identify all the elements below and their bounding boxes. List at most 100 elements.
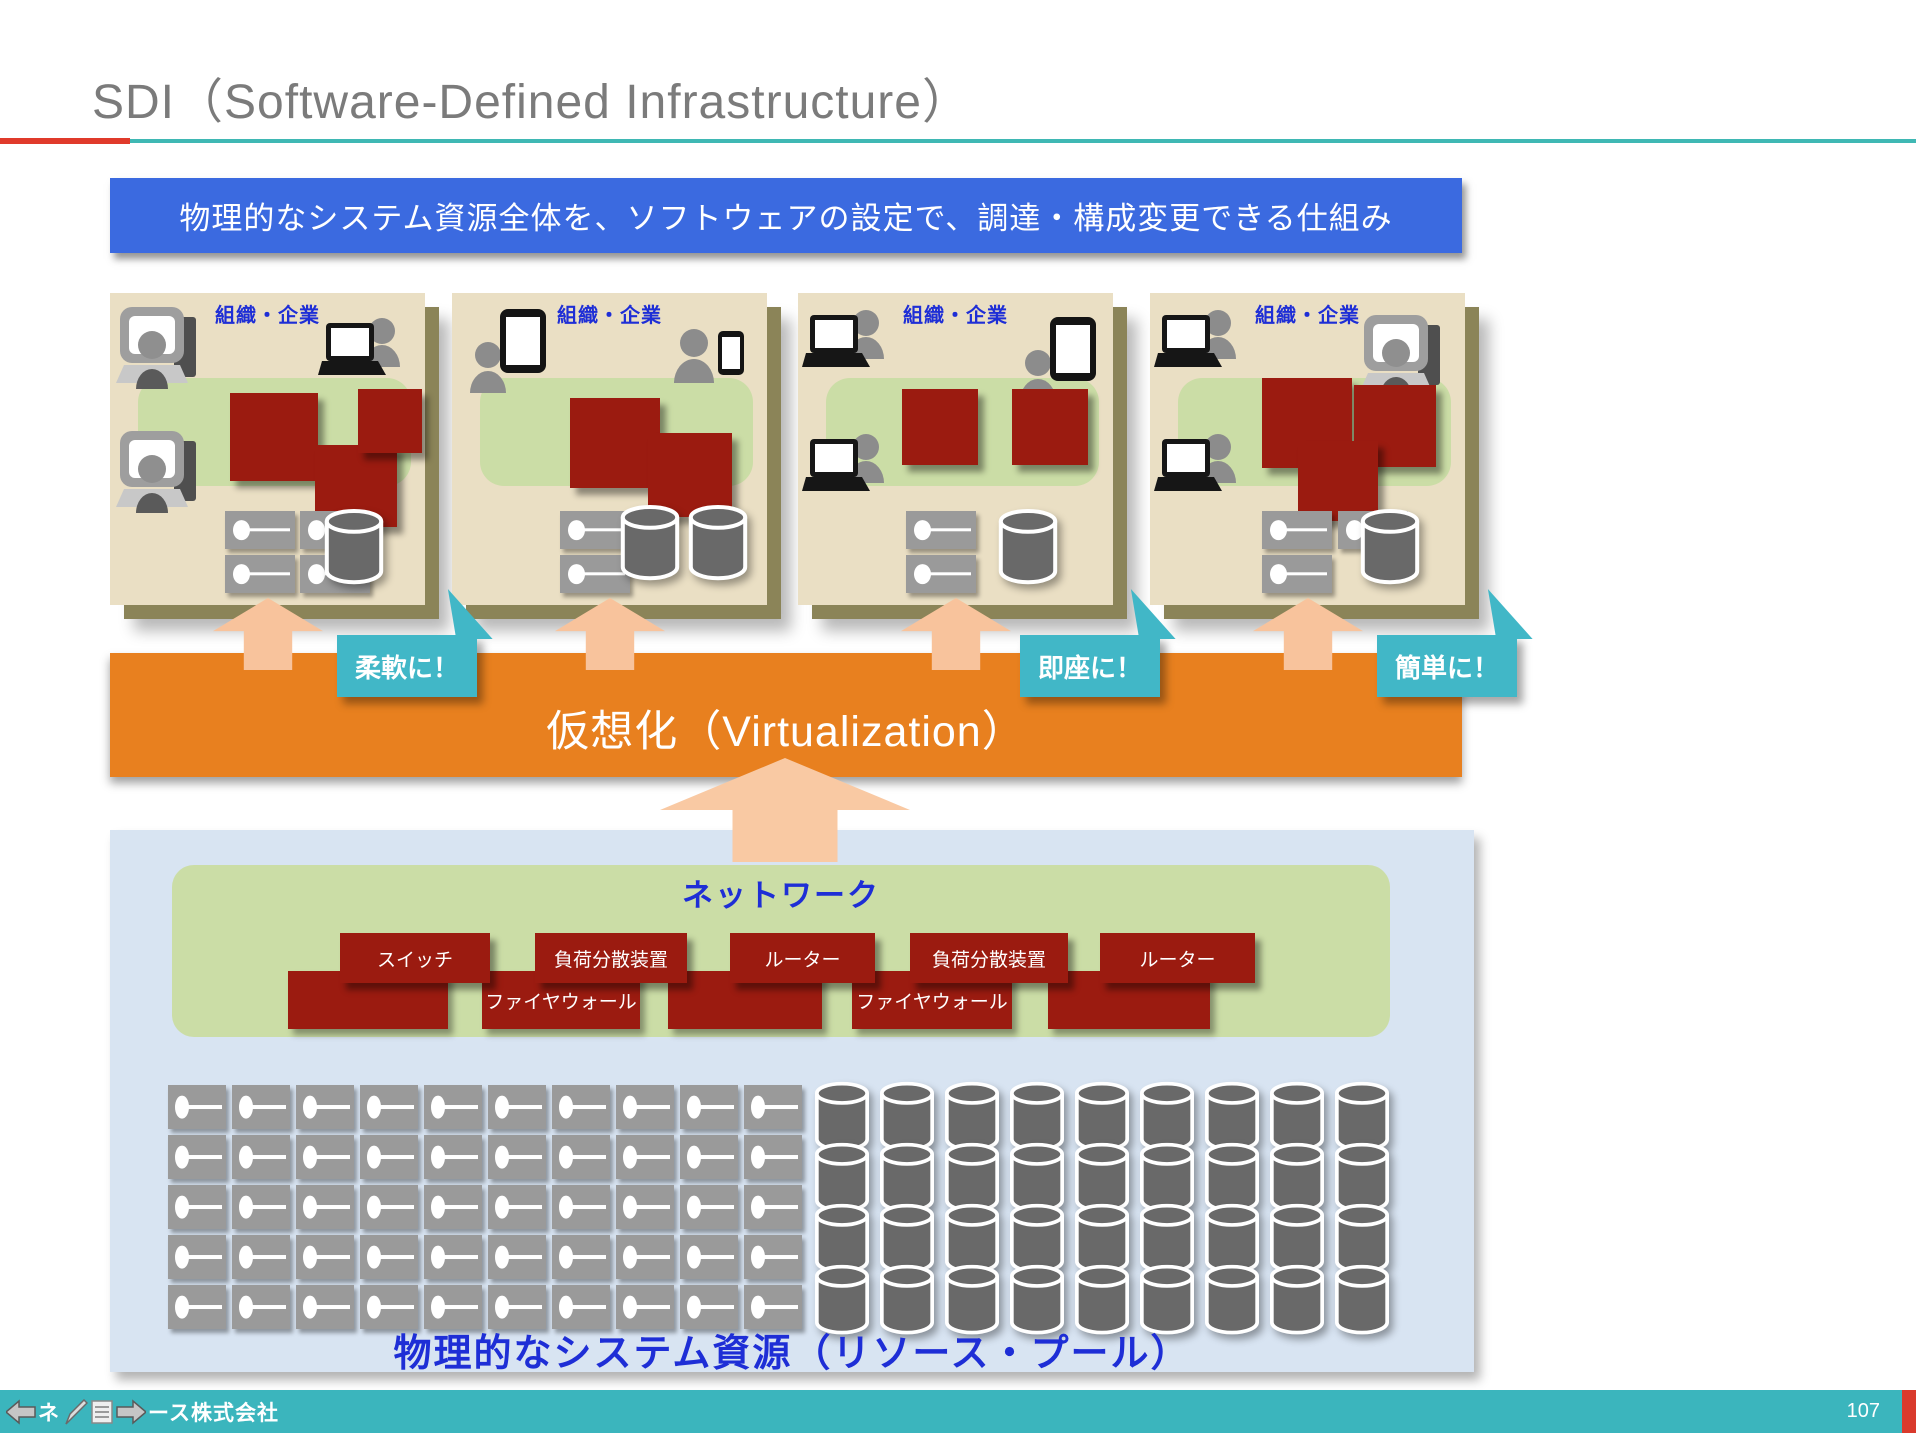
laptop-user-icon — [1154, 425, 1254, 525]
left-arrow-icon — [6, 1398, 36, 1425]
resource-pool-caption: 物理的なシステム資源（リソース・プール） — [393, 1333, 1191, 1375]
physical-server-icon — [744, 1235, 802, 1279]
desktop-user-icon — [114, 301, 214, 401]
callout-flexible-text: 柔軟に！ — [354, 652, 459, 683]
laptop-user-icon — [802, 425, 902, 525]
physical-server-icon — [232, 1235, 290, 1279]
title-rule-red-segment — [0, 138, 130, 144]
footer-bar: ネ ース株式会社 107 — [0, 1390, 1916, 1433]
server-icon — [225, 511, 295, 549]
database-icon — [996, 507, 1060, 587]
org-box-label: 組織・企業 — [1255, 305, 1360, 327]
virtualization-label: 仮想化（Virtualization） — [546, 708, 1026, 756]
physical-server-icon — [424, 1135, 482, 1179]
server-icon — [1262, 555, 1332, 593]
server-icon — [225, 555, 295, 593]
physical-server-icon — [296, 1235, 354, 1279]
org-box: 組織・企業 — [1150, 293, 1465, 605]
title-rule-teal-segment — [130, 139, 1916, 143]
physical-server-icon — [232, 1185, 290, 1229]
physical-server-icon — [488, 1135, 546, 1179]
callout-easy-text: 簡単に！ — [1394, 652, 1499, 683]
physical-server-icon — [744, 1285, 802, 1329]
physical-server-icon — [232, 1135, 290, 1179]
virtualization-bar: 仮想化（Virtualization） — [110, 653, 1462, 777]
callout-tail — [1487, 589, 1533, 639]
physical-server-icon — [168, 1235, 226, 1279]
physical-server-icon — [680, 1235, 738, 1279]
physical-server-icon — [616, 1185, 674, 1229]
physical-server-icon — [168, 1185, 226, 1229]
server-icon — [1262, 511, 1332, 549]
physical-server-icon — [360, 1235, 418, 1279]
application-square — [1298, 441, 1378, 521]
database-icon — [686, 503, 750, 583]
physical-server-icon — [424, 1235, 482, 1279]
application-square — [358, 389, 422, 453]
network-chip: ルーター — [730, 933, 875, 983]
network-chip: 負荷分散装置 — [535, 933, 687, 983]
footer-red-strip — [1902, 1390, 1916, 1433]
physical-server-icon — [552, 1135, 610, 1179]
application-square — [1012, 389, 1088, 465]
application-square — [648, 433, 732, 517]
physical-server-icon — [680, 1185, 738, 1229]
network-title: ネットワーク — [682, 878, 880, 913]
phone-user-icon — [660, 309, 760, 409]
physical-server-icon — [616, 1085, 674, 1129]
physical-server-icon — [232, 1285, 290, 1329]
physical-server-icon — [744, 1135, 802, 1179]
right-arrow-icon — [116, 1398, 146, 1425]
physical-server-icon — [360, 1135, 418, 1179]
physical-server-icon — [168, 1285, 226, 1329]
physical-server-icon — [424, 1085, 482, 1129]
physical-server-icon — [680, 1285, 738, 1329]
physical-server-icon — [552, 1285, 610, 1329]
physical-server-icon — [488, 1185, 546, 1229]
desktop-user-icon — [114, 425, 214, 525]
callout-instant-text: 即座に！ — [1037, 652, 1142, 683]
physical-server-icon — [296, 1285, 354, 1329]
network-chip: 負荷分散装置 — [910, 933, 1068, 983]
physical-server-icon — [488, 1285, 546, 1329]
page-title: SDI（Software-Defined Infrastructure） — [92, 76, 971, 129]
definition-banner-text: 物理的なシステム資源全体を、ソフトウェアの設定で、調達・構成変更できる仕組み — [179, 201, 1393, 236]
physical-server-icon — [680, 1135, 738, 1179]
tablet-user-icon — [456, 301, 556, 401]
pencil-icon — [65, 1398, 88, 1425]
physical-server-icon — [232, 1085, 290, 1129]
physical-server-icon — [616, 1285, 674, 1329]
physical-server-icon — [296, 1185, 354, 1229]
physical-server-icon — [616, 1235, 674, 1279]
physical-server-icon — [488, 1085, 546, 1129]
application-square — [230, 393, 318, 481]
laptop-user-icon — [802, 301, 902, 401]
callout-easy: 簡単に！ — [1377, 589, 1533, 697]
network-chip: ルーター — [1100, 933, 1255, 983]
org-box-label: 組織・企業 — [903, 305, 1008, 327]
server-icon — [560, 555, 630, 593]
physical-server-icon — [488, 1235, 546, 1279]
physical-server-icon — [552, 1085, 610, 1129]
org-box-label: 組織・企業 — [215, 305, 320, 327]
physical-server-icon — [296, 1135, 354, 1179]
physical-server-icon — [360, 1285, 418, 1329]
physical-server-icon — [296, 1085, 354, 1129]
physical-server-icon — [360, 1085, 418, 1129]
application-square — [902, 389, 978, 465]
physical-server-icon — [616, 1135, 674, 1179]
physical-server-icon — [680, 1085, 738, 1129]
application-square — [570, 398, 660, 488]
physical-server-icon — [168, 1135, 226, 1179]
database-icon — [618, 503, 682, 583]
physical-server-icon — [744, 1085, 802, 1129]
callout-flexible: 柔軟に！ — [337, 589, 493, 697]
page-number: 107 — [1846, 1400, 1880, 1422]
physical-server-icon — [424, 1185, 482, 1229]
physical-server-icon — [552, 1235, 610, 1279]
callout-instant: 即座に！ — [1020, 589, 1176, 697]
physical-server-icon — [168, 1085, 226, 1129]
server-icon — [906, 511, 976, 549]
company-name: ース株式会社 — [148, 1401, 279, 1425]
